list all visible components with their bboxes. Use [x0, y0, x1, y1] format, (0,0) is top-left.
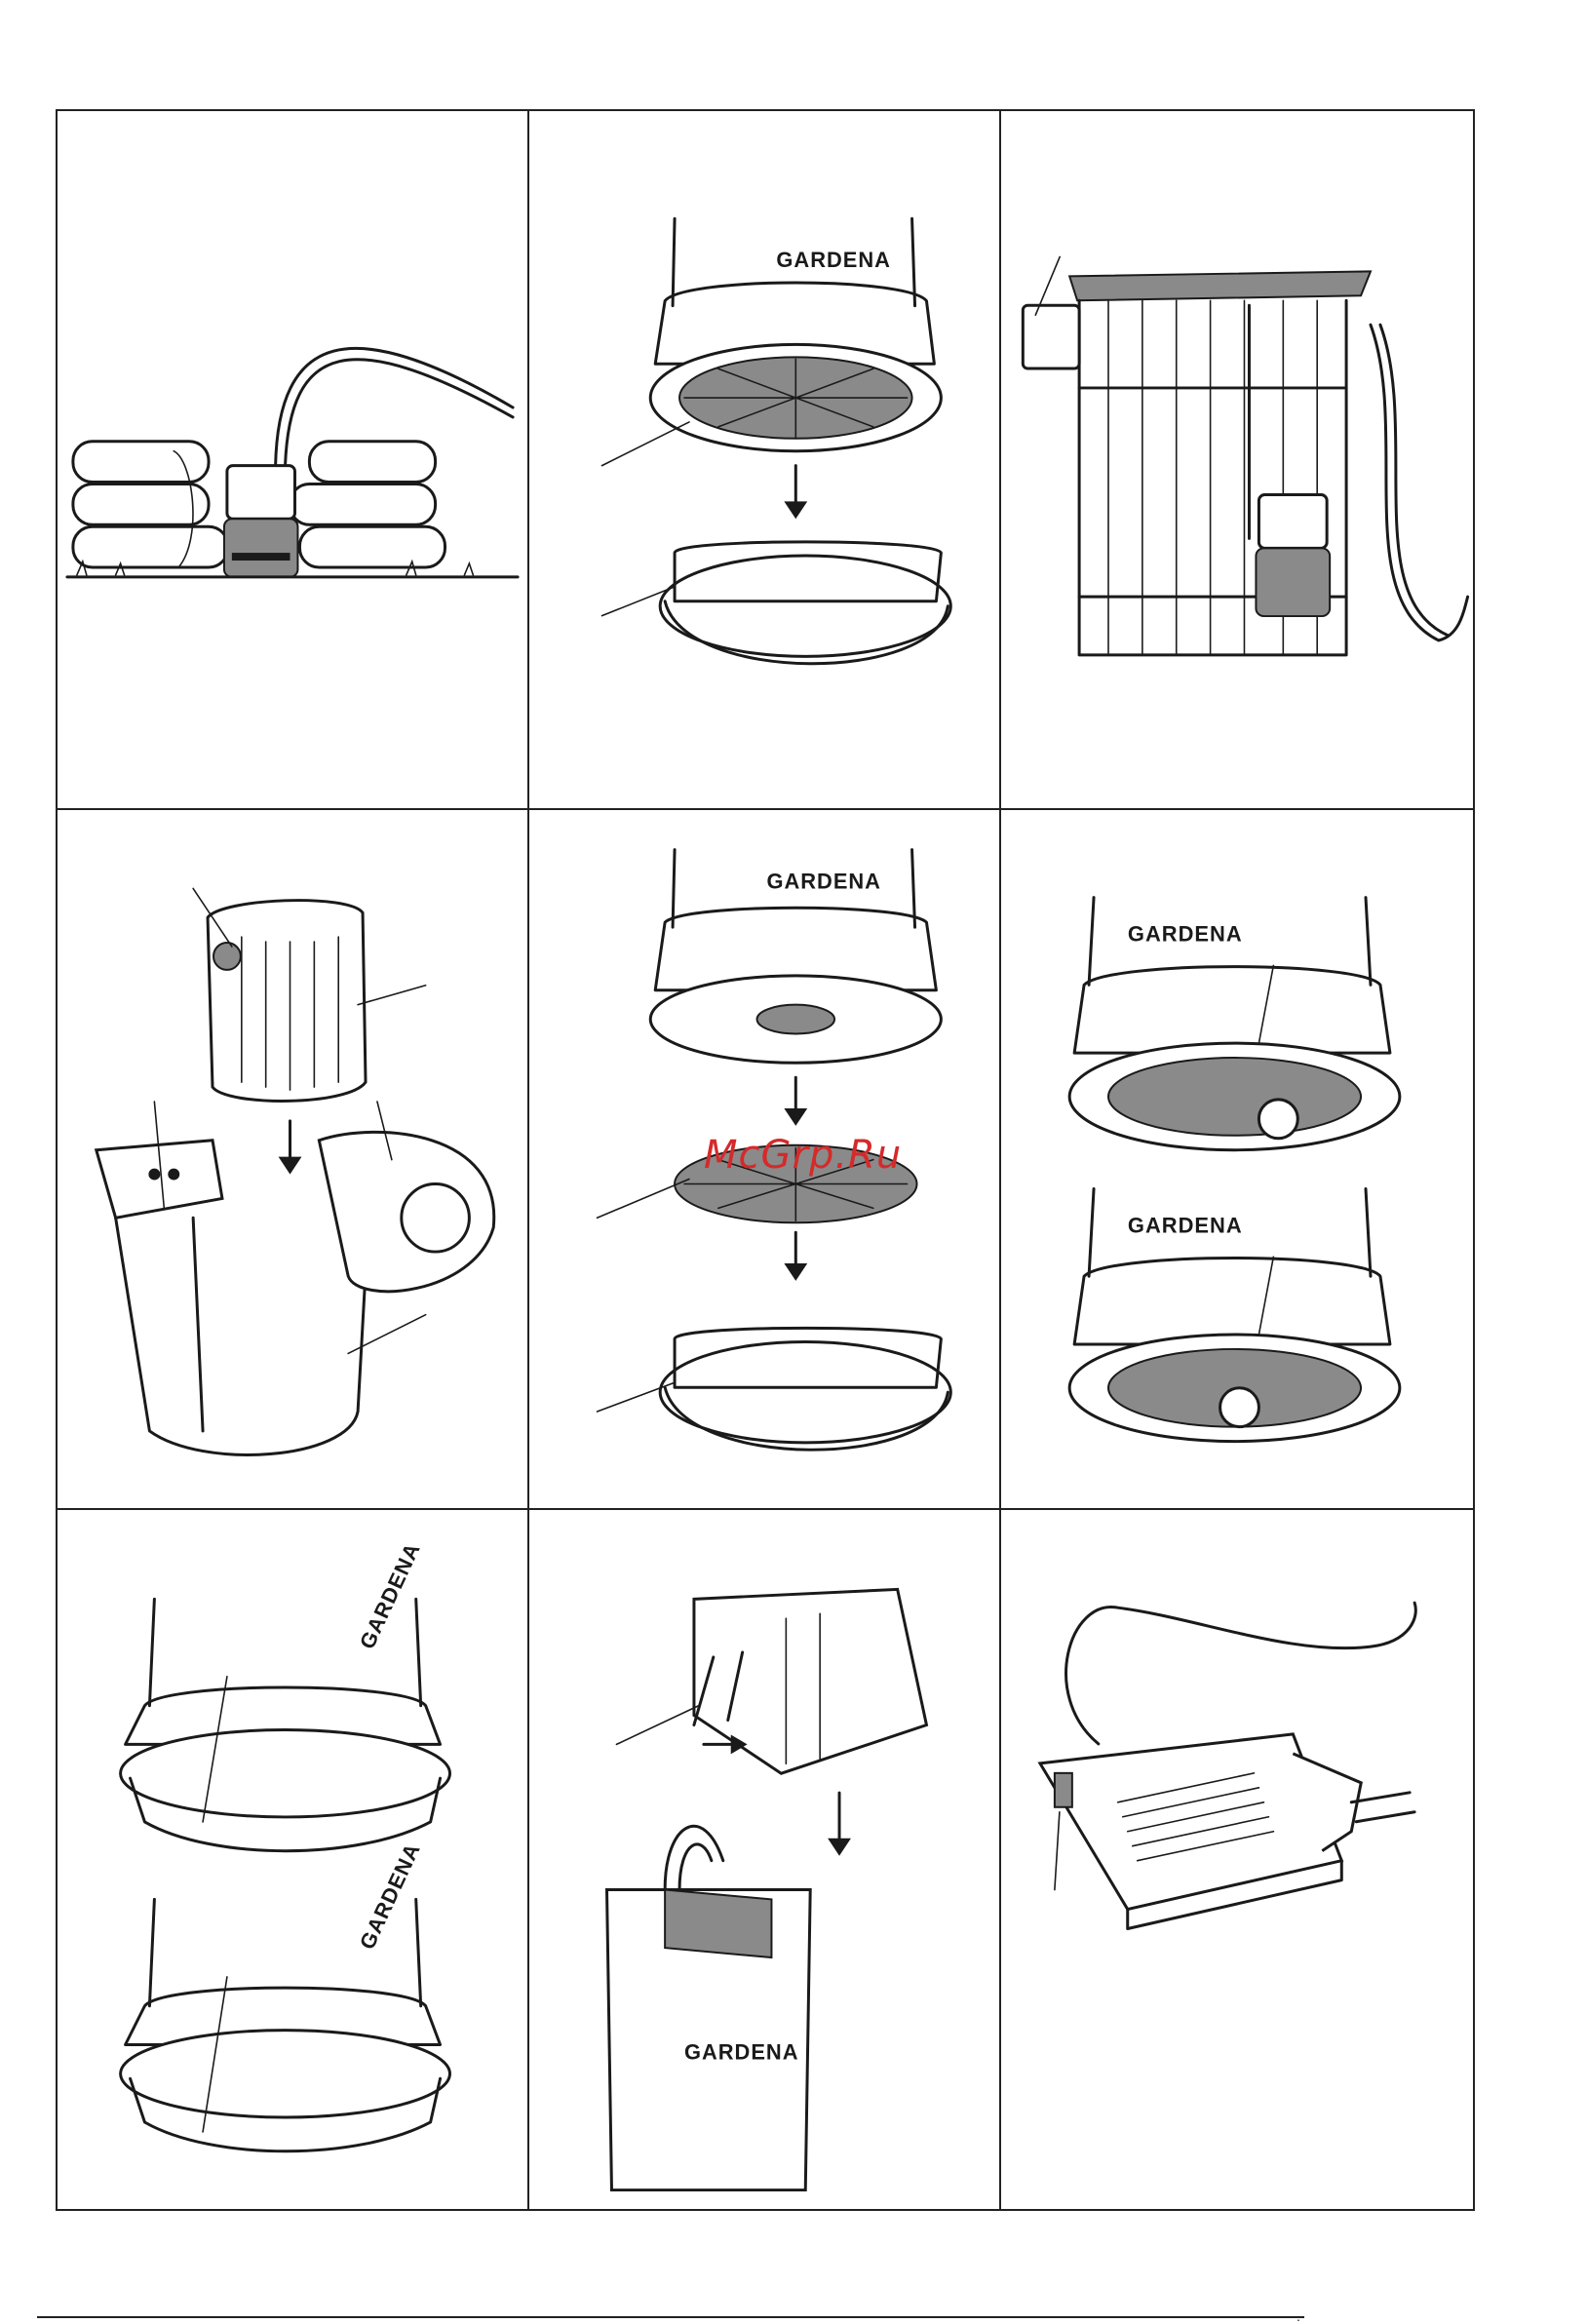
brand-label: GARDENA — [776, 248, 890, 272]
sandbag-right — [290, 442, 445, 567]
footer-rule — [37, 2316, 1304, 2318]
figure-8-clip-mount: GARDENA — [529, 1510, 1001, 2209]
figure-9-charger — [1001, 1510, 1473, 2209]
figure-7-base-ring: GARDENA GARDENA — [58, 1510, 529, 2209]
brand-label-4: GARDENA — [1128, 1214, 1243, 1238]
control-clip-mount-illustration: GARDENA — [529, 1510, 999, 2209]
brand-label-3: GARDENA — [1128, 922, 1243, 947]
base-filter-removal-illustration: GARDENA — [529, 111, 999, 808]
brand-label-2: GARDENA — [766, 870, 880, 894]
sandbag-left — [73, 442, 228, 567]
watermark-text: McGrp.Ru — [704, 1133, 902, 1178]
charger-illustration — [1001, 1510, 1473, 2209]
pump-in-pit-illustration — [58, 111, 527, 808]
filter-lock-positions-illustration: GARDENA GARDENA — [1001, 810, 1473, 1507]
figure-4-battery-insertion — [58, 810, 529, 1509]
brand-label-5: GARDENA — [355, 1538, 425, 1652]
figure-2-base-removal: GARDENA — [529, 111, 1001, 810]
figure-3-pump-in-barrel — [1001, 111, 1473, 810]
brand-label-6: GARDENA — [355, 1839, 425, 1953]
pump-in-barrel-illustration — [1001, 111, 1473, 808]
figure-6-filter-lock: GARDENA GARDENA — [1001, 810, 1473, 1509]
figure-1-pump-in-pit — [58, 111, 529, 810]
battery-insertion-illustration — [58, 810, 527, 1507]
brand-label-7: GARDENA — [684, 2039, 798, 2064]
base-ring-positions-illustration: GARDENA GARDENA — [58, 1510, 527, 2209]
